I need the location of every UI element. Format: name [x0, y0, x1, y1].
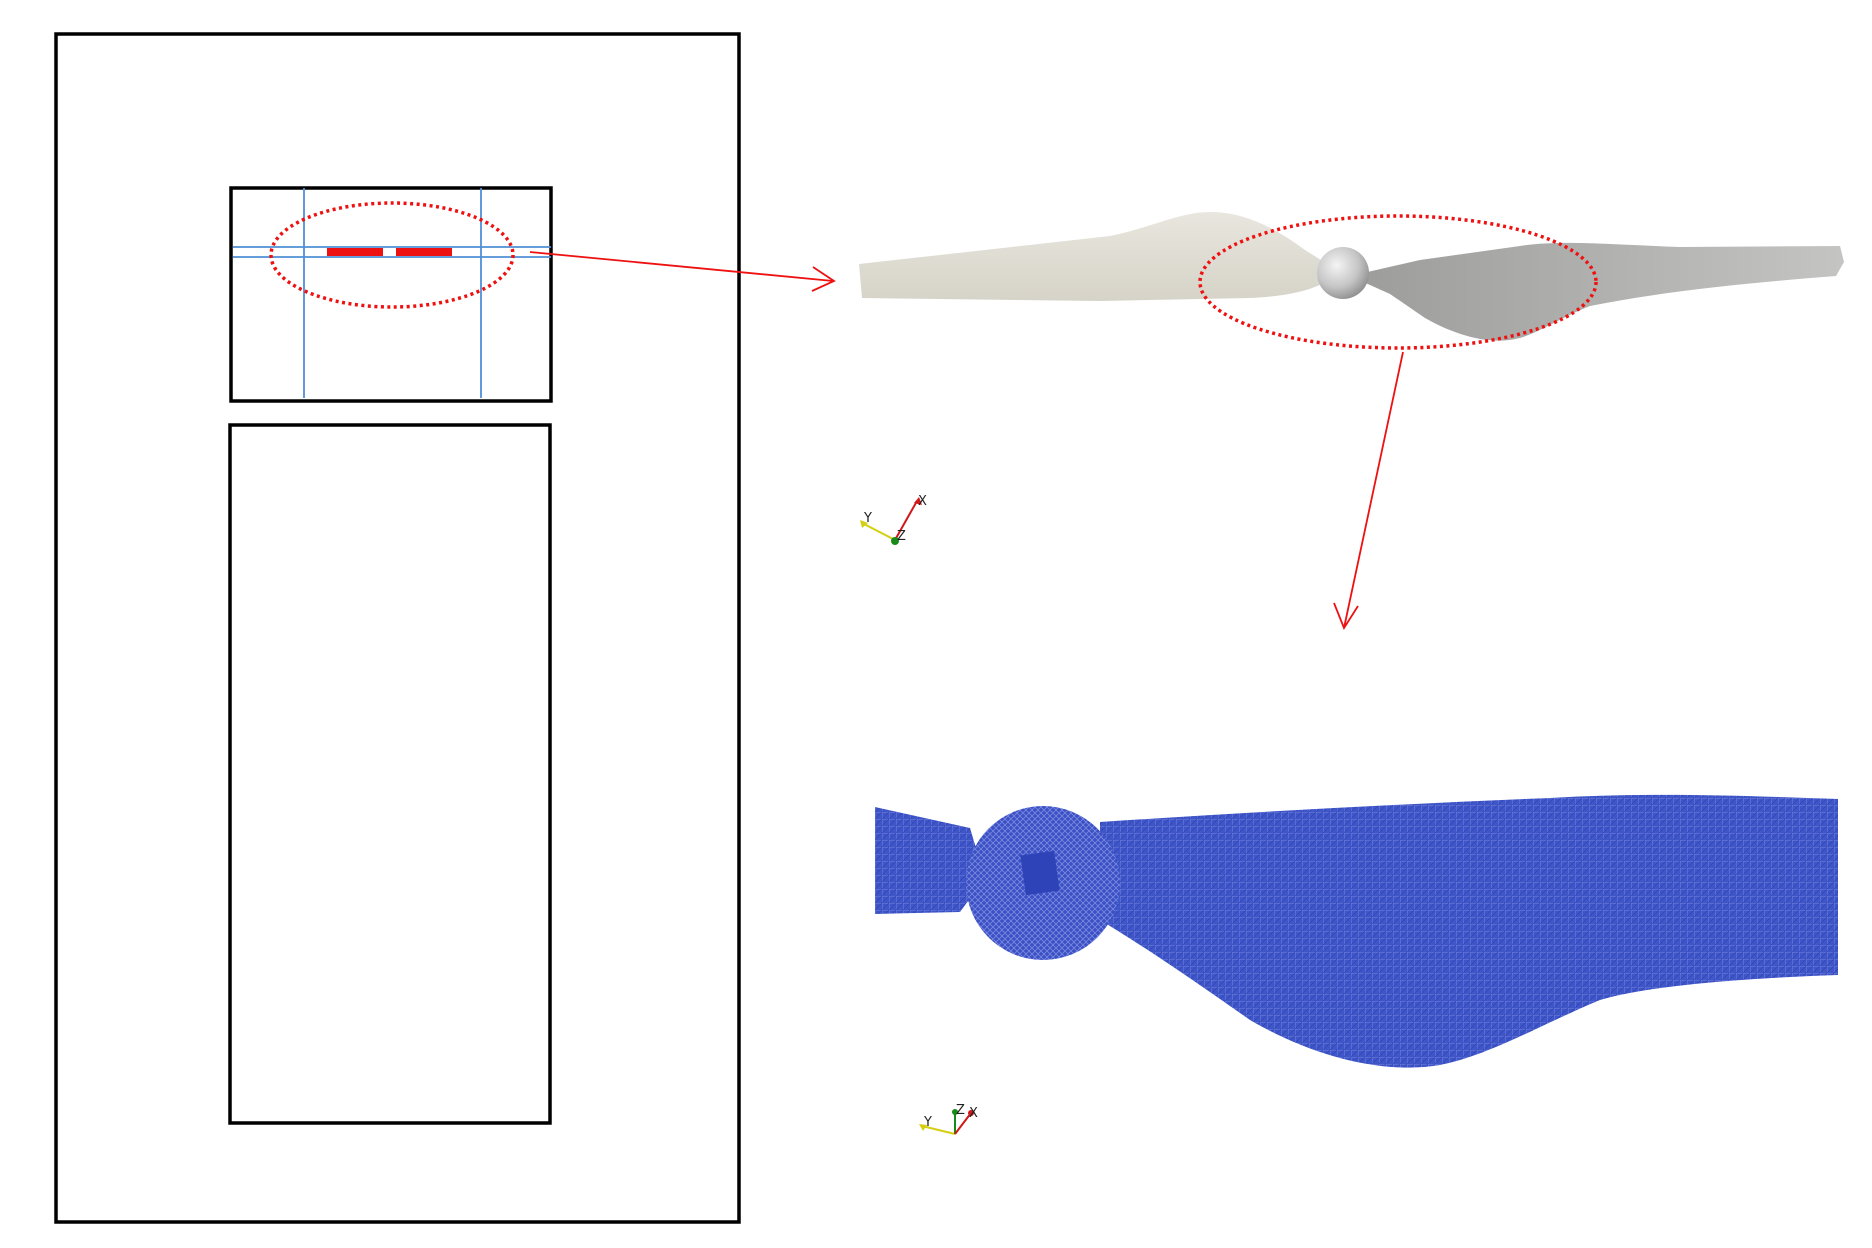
mesh-hub-core [1020, 850, 1060, 896]
callout-ellipse-left [269, 201, 515, 309]
axis-label-x-top: X [918, 494, 927, 509]
propeller-blade-right [1350, 242, 1844, 341]
upper-box [229, 186, 553, 403]
outer-frame [54, 32, 741, 1224]
mesh-blade-left [875, 807, 985, 914]
callout-arrow-2-line [1343, 351, 1404, 629]
axis-label-z-top: Z [897, 529, 906, 544]
axes-triad-top: Y X Z [860, 494, 927, 545]
axis-label-z-bottom: Z [956, 1103, 965, 1118]
callout-arrow-2-head [1333, 602, 1359, 630]
lower-box [228, 423, 552, 1125]
axis-label-x-bottom: X [969, 1106, 978, 1121]
callout-arrow-1-head [811, 266, 836, 292]
heater-bar-right [396, 248, 452, 256]
mesh-blade-right [1100, 794, 1838, 1068]
axis-label-y-top: Y [863, 511, 872, 526]
callout-ellipse-propeller [1198, 214, 1598, 350]
heater-bar-left [327, 248, 383, 256]
axis-label-y-bottom: Y [923, 1115, 932, 1130]
callout-arrow-1-line [529, 251, 834, 282]
axes-triad-bottom: Y Z X [919, 1103, 978, 1135]
propeller-blade-left [859, 212, 1340, 301]
propeller-hub [1317, 247, 1369, 299]
